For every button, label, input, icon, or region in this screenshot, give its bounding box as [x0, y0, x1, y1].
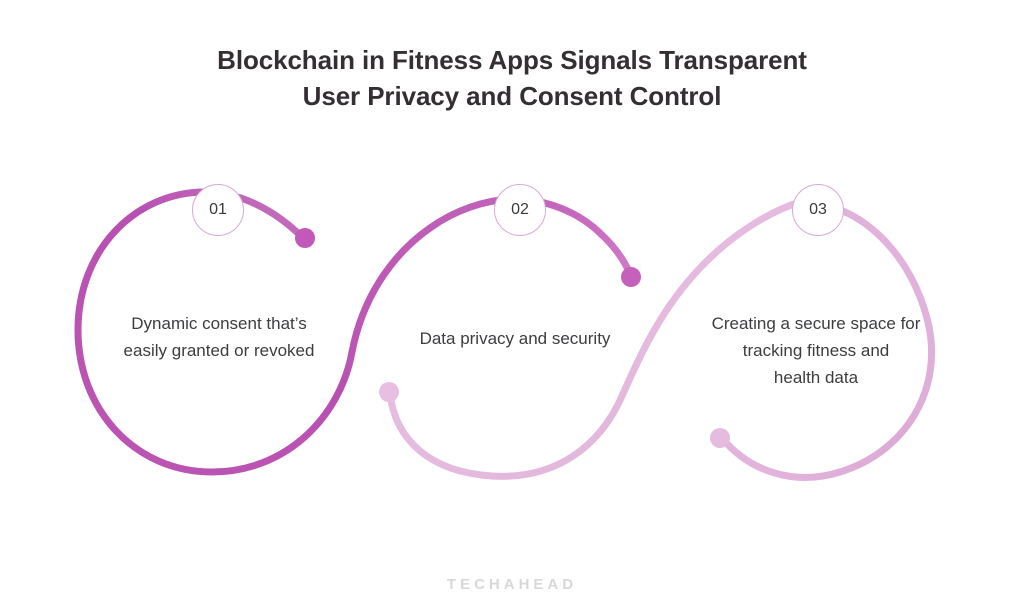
curve-endpoint-dot-1: [295, 228, 315, 248]
page-title-line-2: User Privacy and Consent Control: [302, 81, 722, 111]
curve-segment-4: [718, 198, 936, 481]
curve-endpoint-dot-3: [379, 382, 399, 402]
brand-watermark: TECHAHEAD: [446, 576, 578, 593]
curve-endpoint-dot-2: [621, 267, 641, 287]
step-badge-02-label: 02: [511, 201, 529, 218]
step-caption-03: Creating a secure space for tracking fit…: [690, 310, 942, 391]
curve-endpoint-dot-4: [710, 428, 730, 448]
step-badge-03-label: 03: [809, 201, 827, 218]
step-caption-01-line-2: easily granted or revoked: [123, 341, 315, 360]
step-caption-01-line-1: Dynamic consent that’s: [131, 314, 307, 333]
step-badge-02[interactable]: 02: [494, 184, 546, 236]
curve-connector-1-2: [348, 195, 516, 356]
step-caption-03-line-3: health data: [773, 368, 859, 387]
step-caption-03-line-1: Creating a secure space for: [711, 314, 921, 333]
step-badge-01[interactable]: 01: [192, 184, 244, 236]
step-caption-02: Data privacy and security: [392, 325, 638, 352]
step-badge-01-label: 01: [209, 201, 227, 218]
step-caption-01: Dynamic consent that’s easily granted or…: [96, 310, 342, 364]
step-badge-03[interactable]: 03: [792, 184, 844, 236]
page-title-line-1: Blockchain in Fitness Apps Signals Trans…: [217, 45, 807, 75]
page-title: Blockchain in Fitness Apps Signals Trans…: [0, 42, 1024, 114]
step-caption-03-line-2: tracking fitness and: [742, 341, 890, 360]
curve-segment-3: [386, 198, 804, 480]
step-caption-02-line-1: Data privacy and security: [419, 329, 611, 348]
